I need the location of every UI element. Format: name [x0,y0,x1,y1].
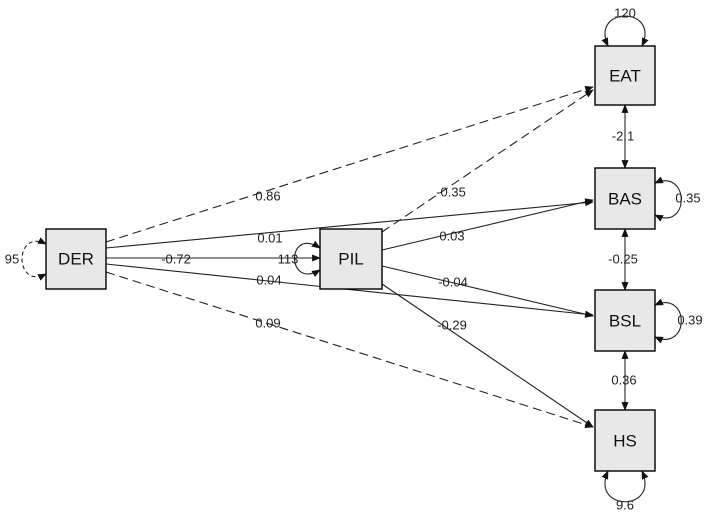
node-bsl-label: BSL [609,312,641,331]
node-bas: BAS [594,167,656,230]
node-pil: PIL [319,228,383,290]
label-der-eat: 0.86 [255,189,280,204]
node-hs: HS [594,409,656,472]
node-der: DER [45,228,107,290]
node-bsl: BSL [594,289,656,352]
path-pil-eat [381,89,594,233]
label-var-bsl: 0.39 [677,313,702,328]
node-eat: EAT [594,45,656,106]
path-pil-hs [381,283,594,428]
node-eat-label: EAT [609,67,641,86]
label-pil-bsl: -0.04 [438,275,468,290]
var-loop-bsl [654,298,682,344]
label-pil-bas: 0.03 [439,229,464,244]
label-cov-eat-bas: -2.1 [612,129,634,144]
label-pil-hs: -0.29 [437,318,467,333]
path-der-eat [105,86,594,243]
path-pil-bsl [381,265,594,318]
node-pil-label: PIL [338,250,364,269]
label-cov-bas-bsl: -0.25 [608,252,638,267]
label-der-pil: -0.72 [161,252,191,267]
var-loop-der [21,237,47,281]
label-var-bas: 0.35 [675,191,700,206]
label-cov-bsl-hs: 0.36 [611,373,636,388]
var-loop-eat [601,15,649,47]
label-var-eat: 120 [614,6,636,21]
label-var-hs: 9.6 [616,498,634,513]
label-pil-eat: -0.35 [436,185,466,200]
path-der-hs [105,271,594,428]
var-loop-pil [293,240,321,278]
path-pil-bas [381,198,594,251]
path-der-bas [105,199,594,249]
label-der-bas: 0.01 [257,231,282,246]
label-der-hs: 0.09 [255,316,280,331]
var-loop-hs [601,470,649,503]
label-der-bsl: 0.04 [256,273,281,288]
label-var-pil: 113 [278,252,299,267]
path-der-bsl [105,263,594,318]
var-loop-bas [654,176,682,222]
node-hs-label: HS [613,432,637,451]
node-der-label: DER [58,250,94,269]
label-var-der: 95 [5,252,19,267]
node-bas-label: BAS [608,190,642,209]
